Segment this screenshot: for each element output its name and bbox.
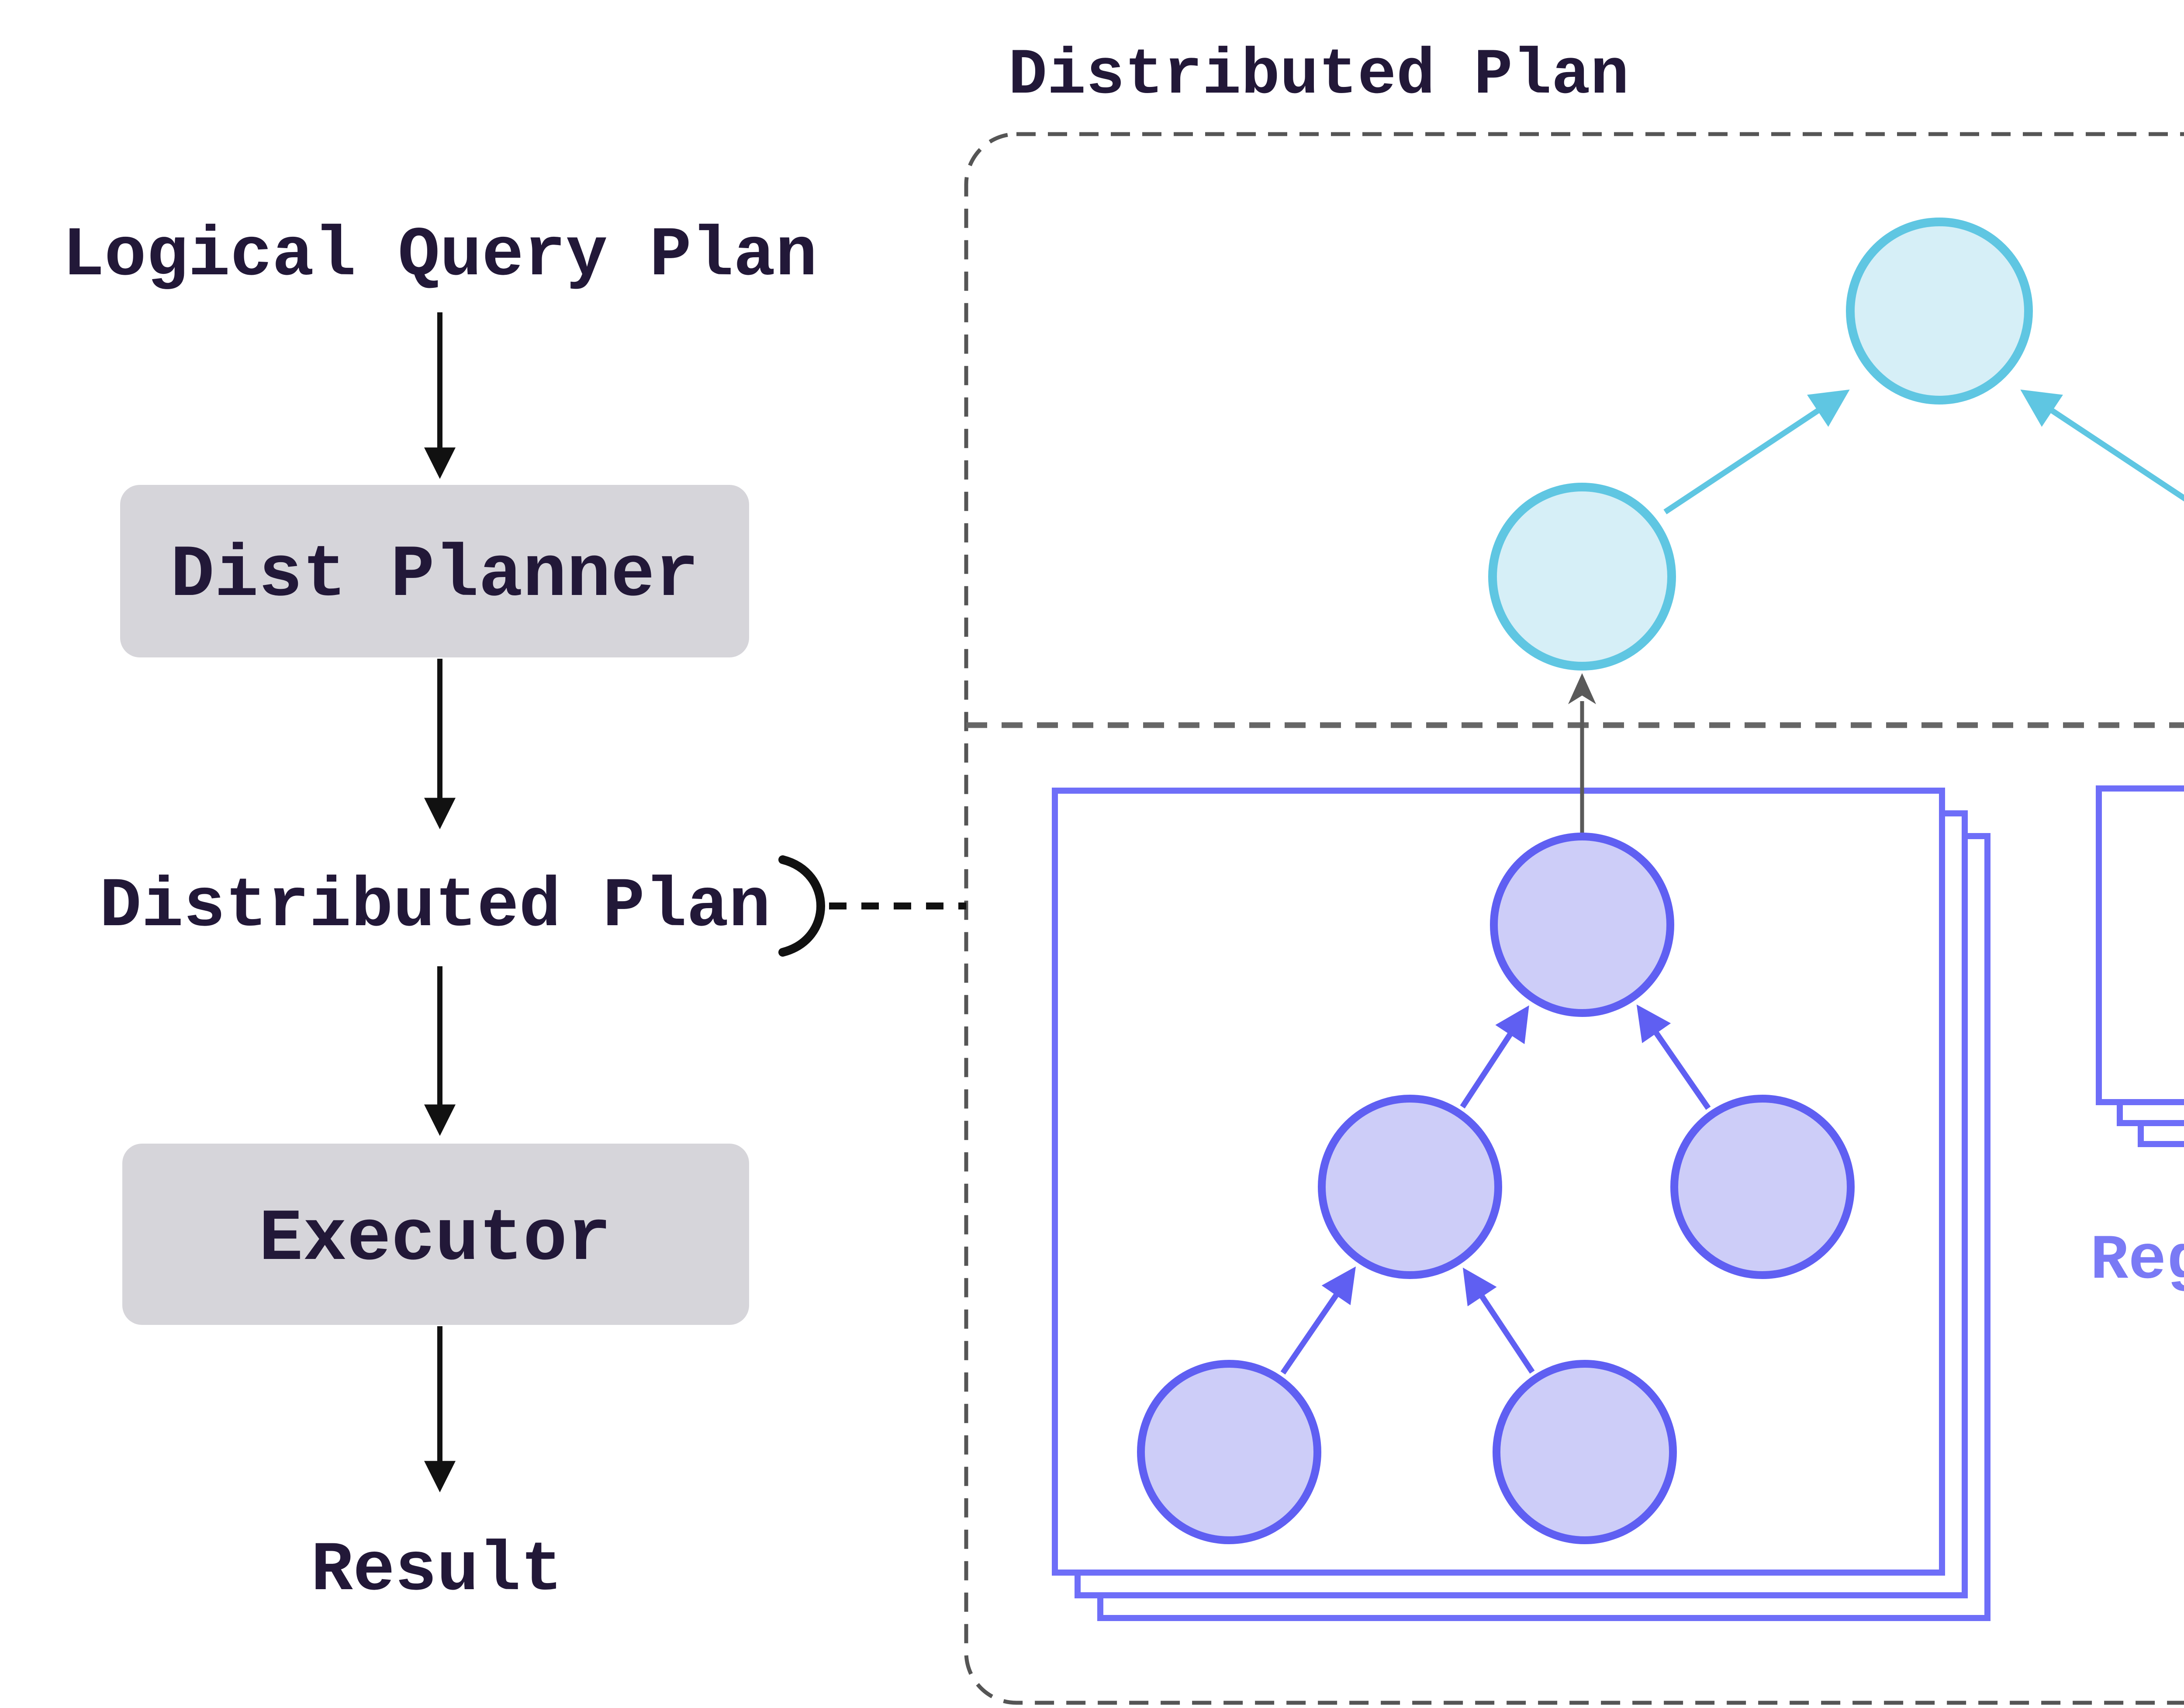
brace-icon <box>778 855 825 957</box>
result-label: Result <box>311 1532 563 1611</box>
datanode-left-root-node <box>1490 833 1674 1017</box>
logical-query-plan-label: Logical Query Plan <box>62 217 817 296</box>
executor-box <box>122 1144 749 1325</box>
distributed-plan-container <box>964 132 2184 1705</box>
datanode-left-bottom-right-node <box>1493 1360 1677 1544</box>
right-region-box-stack <box>2096 785 2184 1147</box>
dist-planner-box <box>120 485 749 657</box>
datanode-left-bottom-left-node <box>1137 1360 1321 1544</box>
cyan-arrow-left-child-to-root <box>1663 389 1850 515</box>
purple-arrow-bottomleft-to-midleft <box>1280 1266 1356 1375</box>
executor-label: Executor <box>259 1198 612 1281</box>
purple-arrow-bottomright-to-midleft <box>1462 1267 1535 1374</box>
dist-planner-label: Dist Planner <box>170 534 699 617</box>
frontend-left-child-node <box>1488 483 1676 671</box>
regions-label: Regions <box>2090 1225 2184 1297</box>
datanode-left-mid-left-node <box>1318 1095 1502 1279</box>
frontend-root-node <box>1846 218 2033 405</box>
distributed-plan-panel-title: Distributed Plan <box>1008 39 1629 112</box>
purple-arrow-midright-to-root <box>1636 1004 1711 1110</box>
datanode-left-mid-right-node <box>1670 1095 1855 1279</box>
cyan-arrow-right-child-to-root <box>2020 389 2184 501</box>
distributed-plan-label: Distributed Plan <box>100 868 771 947</box>
right-region-box-front <box>2096 785 2184 1105</box>
purple-arrow-midleft-to-root <box>1460 1005 1529 1109</box>
